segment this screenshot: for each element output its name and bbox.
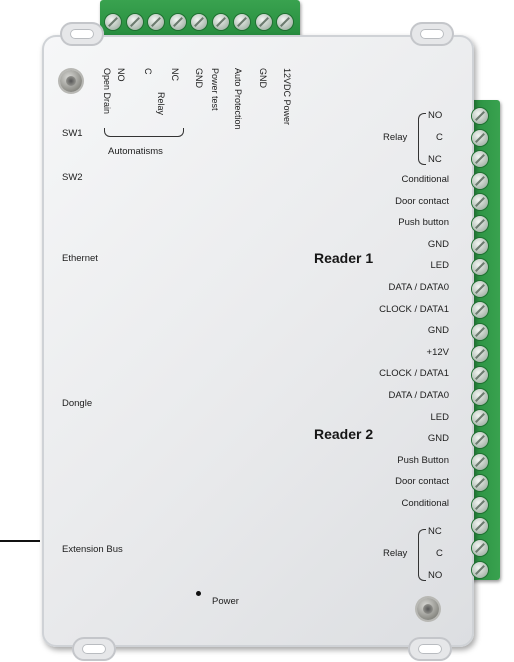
right-terminal-label: Door contact [395,476,449,488]
right-terminal-label: GND [427,433,449,445]
right-screw-terminal-icon [472,151,488,168]
top-label-12vdc-power: 12VDC Power [282,68,292,126]
right-screw-terminal-icon [472,410,488,427]
right-screw-terminal-icon [472,237,488,254]
mounting-tab-bottom-right [408,637,452,661]
relay-top-label: Relay [383,132,408,143]
right-screw-terminal-icon [472,496,488,513]
right-screw-terminal-icon [472,280,488,297]
mounting-tab-top-right [410,22,454,46]
right-screw-terminal-icon [472,540,488,556]
sw2-label: SW2 [62,172,83,183]
right-screw-terminal-icon [472,172,488,189]
right-terminal-label: Push Button [397,454,449,466]
right-terminal-label: Push button [398,217,449,229]
right-screw-terminal-icon [472,518,488,535]
right-terminal-label: CLOCK / DATA1 [379,368,449,380]
screw-icon-bottom-right [417,598,439,620]
right-terminal-label: LED [430,260,449,272]
relay-bottom-no-label: NO [428,570,443,581]
relay-bottom-nc-label: NC [428,526,442,537]
top-label-gnd-2: GND [258,68,268,88]
reader-1-title: Reader 1 [314,250,374,266]
relay-top-brace [418,113,426,165]
right-terminal-label: LED [430,411,449,423]
mounting-tab-bottom-left [72,637,116,661]
sw1-label: SW1 [62,128,83,139]
extension-bus-label: Extension Bus [62,544,123,555]
top-screw-terminal-icon [148,14,164,30]
dongle-label: Dongle [62,398,93,409]
right-screw-terminal-icon [472,453,488,470]
top-screw-terminal-icon [212,14,229,30]
right-terminal-label: DATA / DATA0 [388,390,449,401]
relay-top-no-label: NO [428,110,443,121]
power-label: Power [212,596,239,607]
relay-top-c-label: C [436,132,443,143]
right-screw-terminal-icon [472,388,488,405]
right-screw-terminal-icon [472,302,488,319]
right-terminal-label: Conditional [401,498,449,509]
top-screw-terminal-icon [126,14,143,30]
right-terminal-label: Door contact [395,195,449,207]
top-label-auto-protection: Auto Protection [233,68,243,130]
top-label-no: NO [116,68,126,82]
right-terminal-label: Conditional [401,174,449,185]
relay-bottom-brace [418,529,426,581]
right-screw-terminal-icon [472,367,488,384]
automatisms-brace [104,128,184,137]
right-screw-terminal-icon [472,475,488,492]
right-screw-terminal-icon [472,259,488,276]
right-screw-terminal-icon [472,108,488,124]
relay-bottom-label: Relay [383,548,408,559]
power-led-icon [196,591,201,596]
open-drain-label: Open Drain [102,68,112,115]
top-label-c: C [143,68,153,75]
right-terminal-label: GND [427,238,449,250]
automatisms-label: Automatisms [108,146,163,157]
top-label-power-test: Power test [210,68,220,111]
right-screw-terminal-icon [472,432,488,448]
controller-board [42,35,474,647]
top-screw-terminal-icon [105,14,121,30]
top-label-gnd-1: GND [194,68,204,88]
right-terminal-label: DATA / DATA0 [388,282,449,293]
mounting-tab-top-left [60,22,104,46]
top-screw-terminal-icon [277,14,293,30]
top-screw-terminal-icon [255,14,272,30]
top-screw-terminal-icon [191,14,207,30]
right-screw-terminal-icon [472,129,488,146]
right-screw-terminal-icon [472,324,488,340]
right-screw-terminal-icon [472,194,488,211]
relay-top-label: Relay [156,92,166,116]
right-screw-terminal-icon [472,216,488,232]
top-screw-terminal-icon [169,14,186,30]
ethernet-label: Ethernet [62,253,98,264]
right-terminal-label: +12V [426,346,449,358]
screw-icon-top-left [60,70,82,92]
right-screw-terminal-icon [472,561,488,578]
right-terminal-label: GND [427,325,449,337]
top-label-nc: NC [170,68,180,81]
right-screw-terminal-icon [472,345,488,362]
right-terminal-label: CLOCK / DATA1 [379,303,449,315]
reader-2-title: Reader 2 [314,426,374,442]
top-screw-terminal-icon [234,14,250,30]
relay-bottom-c-label: C [436,548,443,559]
extension-bus-pointer-line [0,540,40,542]
relay-top-nc-label: NC [428,154,442,165]
